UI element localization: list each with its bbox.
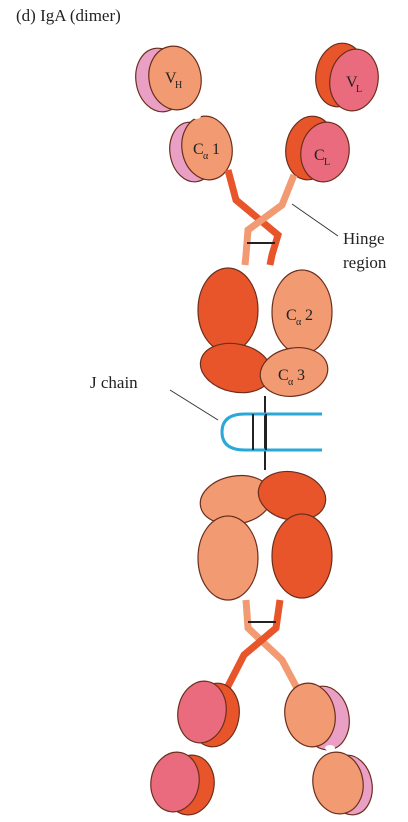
ca1-sub: α <box>203 151 209 162</box>
vl-sub: L <box>356 84 362 95</box>
bottom-left-fab <box>146 677 244 818</box>
top-right-ca3-domain <box>256 342 331 401</box>
vh-sub: H <box>175 80 182 91</box>
bottom-right-fab <box>280 679 377 818</box>
top-left-ca2-domain <box>198 268 258 352</box>
ca3-num: 3 <box>297 367 305 384</box>
bottom-fc <box>196 465 332 600</box>
j-chain <box>222 414 322 450</box>
ca3-sub: α <box>288 377 294 388</box>
cl-sub: L <box>324 157 330 168</box>
hinge-label-line1: Hinge <box>343 229 385 248</box>
top-left-fab <box>131 42 237 185</box>
top-right-ca2-domain <box>272 270 332 354</box>
hinge-leader-line <box>292 204 338 236</box>
hinge-label-line2: region <box>343 253 387 272</box>
bottom-right-ca2-domain <box>272 514 332 598</box>
ca2-num: 2 <box>305 307 313 324</box>
j-chain-leader-line <box>170 390 218 420</box>
ca2-sub: α <box>296 317 302 328</box>
j-chain-label: J chain <box>90 373 138 392</box>
top-fc <box>196 268 332 402</box>
ca1-num: 1 <box>212 141 220 158</box>
top-hinge-region <box>228 170 294 265</box>
top-right-fab <box>281 39 383 185</box>
bottom-left-ca2-domain <box>198 516 258 600</box>
bottom-hinge-region <box>226 600 298 690</box>
